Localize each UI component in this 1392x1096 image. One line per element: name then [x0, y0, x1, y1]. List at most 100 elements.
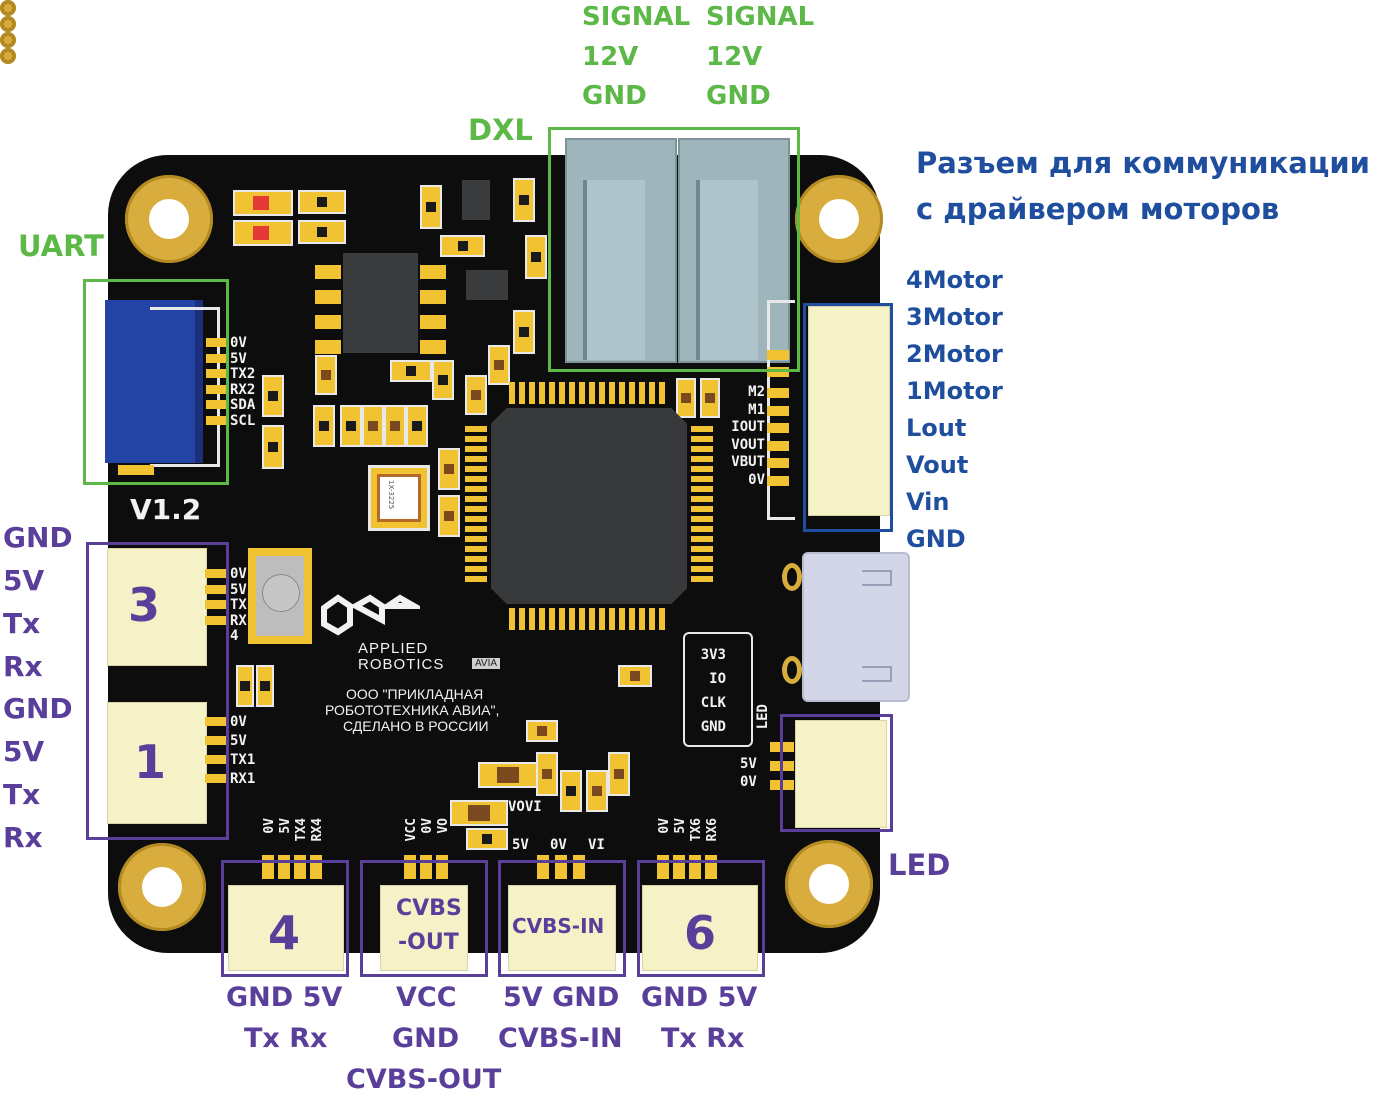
motor-driver-highlight-box: [803, 303, 893, 532]
port-6-silk-label: 0V: [657, 818, 672, 834]
mcu-pin: [509, 382, 515, 404]
uart-silk-label: 0V: [230, 335, 247, 351]
mcu-pin: [691, 506, 713, 512]
port-4-number: 4: [268, 906, 301, 960]
mcu-pin: [691, 446, 713, 452]
mcu-pin: [609, 382, 615, 404]
smd-component: [390, 360, 432, 382]
port-4-silk-label: 0V: [262, 818, 277, 834]
port-4-silk-label: TX4: [294, 818, 309, 842]
smd-component: [560, 770, 582, 812]
logo-line-1: APPLIED: [358, 640, 429, 657]
motor-driver-pin-label: GND: [906, 525, 966, 553]
mcu-pin: [649, 608, 655, 630]
mcu-pin: [559, 608, 565, 630]
smd-component: [236, 665, 254, 707]
cvbs-in-silk-label: 5V: [512, 837, 529, 853]
cvbs-out-silk-label: 0V: [420, 818, 435, 834]
uart-silk-label: SDA: [230, 397, 256, 413]
applied-robotics-logo-icon: [321, 594, 420, 636]
mcu-pin: [589, 382, 595, 404]
dxl-col1-pin-1: SIGNAL: [582, 2, 691, 32]
smd-component: [432, 360, 454, 400]
status-led-2: [233, 220, 293, 246]
mcu-pin: [589, 608, 595, 630]
logo-line-2: ROBOTICS: [358, 656, 445, 673]
chip-pad: [420, 315, 446, 329]
smd-component: [384, 405, 406, 447]
mcu-pin: [519, 382, 525, 404]
port-4-connector: [228, 885, 344, 971]
led-label: LED: [888, 848, 951, 882]
smd-component: [525, 235, 547, 279]
swd-pin-pad: [0, 0, 16, 16]
mcu-pin: [539, 382, 545, 404]
smd-component: [438, 495, 460, 537]
swd-silk-label: 3V3: [700, 647, 726, 663]
dxl-connector-1: [565, 138, 677, 363]
port-1-silk-label: 5V: [230, 733, 247, 749]
port-1-pin-label: 5V: [3, 735, 45, 768]
smd-component: [700, 378, 720, 418]
sot-chip: [466, 270, 508, 300]
mcu-pin: [465, 476, 487, 482]
mcu-pin: [691, 426, 713, 432]
cvbs-out-silk-label: VCC: [404, 818, 419, 842]
chip-pad: [420, 290, 446, 304]
port-3-silk-label: RX: [230, 612, 247, 629]
port-3-pin-label: Tx: [3, 607, 41, 640]
mcu-pin: [649, 382, 655, 404]
uart-silk-label: 5V: [230, 350, 247, 367]
port-4-highlight-box: [221, 860, 349, 977]
mcu-pin: [691, 546, 713, 552]
mounting-hole-bottom-right: [785, 840, 873, 928]
dxl-col2-pin-2: 12V: [706, 42, 763, 72]
smd-component: [586, 770, 608, 812]
uart-highlight-box: [83, 279, 229, 485]
maker-line-1: ООО "ПРИКЛАДНАЯ: [346, 686, 484, 702]
swd-pin-pad: [0, 48, 16, 64]
logo-badge: AVIA: [472, 658, 501, 669]
mcu-pin: [629, 608, 635, 630]
mcu-pin: [529, 608, 535, 630]
mcu-pin: [539, 608, 545, 630]
smd-component: [256, 665, 274, 707]
cvbs-out-box-line-2: -OUT: [398, 930, 459, 955]
smd-component: [513, 310, 535, 354]
mcu-pin: [691, 536, 713, 542]
led-silk-label: 5V: [740, 756, 757, 772]
port-6-pins-line-1: GND 5V: [641, 982, 758, 1013]
motor-pin-pad: [767, 475, 789, 486]
mcu-pin: [579, 608, 585, 630]
usb-mount-pad: [782, 656, 802, 684]
uart-silk-label: TX2: [230, 366, 256, 382]
mcu-pin: [465, 426, 487, 432]
dxl-connector-2: [678, 138, 790, 363]
uart-pin-pad: [206, 353, 226, 363]
maker-line-2: РОБОТОТЕХНИКА АВИА",: [325, 702, 500, 718]
mcu-pin: [659, 382, 665, 404]
port-3-silk-label: 4: [230, 628, 239, 644]
motor-driver-pin-label: Lout: [906, 414, 967, 442]
mcu-pin: [549, 382, 555, 404]
uart-silk-label: SCL: [230, 412, 256, 429]
port-1-silk-label: TX1: [230, 752, 256, 768]
mounting-hole-top-left: [125, 175, 213, 263]
mcu-pin: [691, 436, 713, 442]
mcu-pin: [609, 608, 615, 630]
cvbs-out-pins-line-2: GND: [392, 1023, 460, 1054]
reset-button[interactable]: [248, 548, 312, 644]
mcu-pin: [465, 446, 487, 452]
smd-component: [420, 185, 442, 229]
port-3-number: 3: [128, 578, 161, 632]
cvbs-out-silk-label: VO: [436, 818, 451, 834]
port-3-silk-label: TX: [230, 597, 247, 613]
port-3-silk-label: 5V: [230, 581, 247, 598]
maker-line-3: СДЕЛАНО В РОССИИ: [343, 718, 489, 734]
uart-silk-label: RX2: [230, 381, 256, 398]
port-1-silk-label: RX1: [230, 771, 256, 787]
mcu-pin: [619, 382, 625, 404]
smd-component: [362, 405, 384, 447]
port-6-silk-label: RX6: [705, 818, 720, 842]
port-4-silk-label: 5V: [278, 818, 293, 834]
